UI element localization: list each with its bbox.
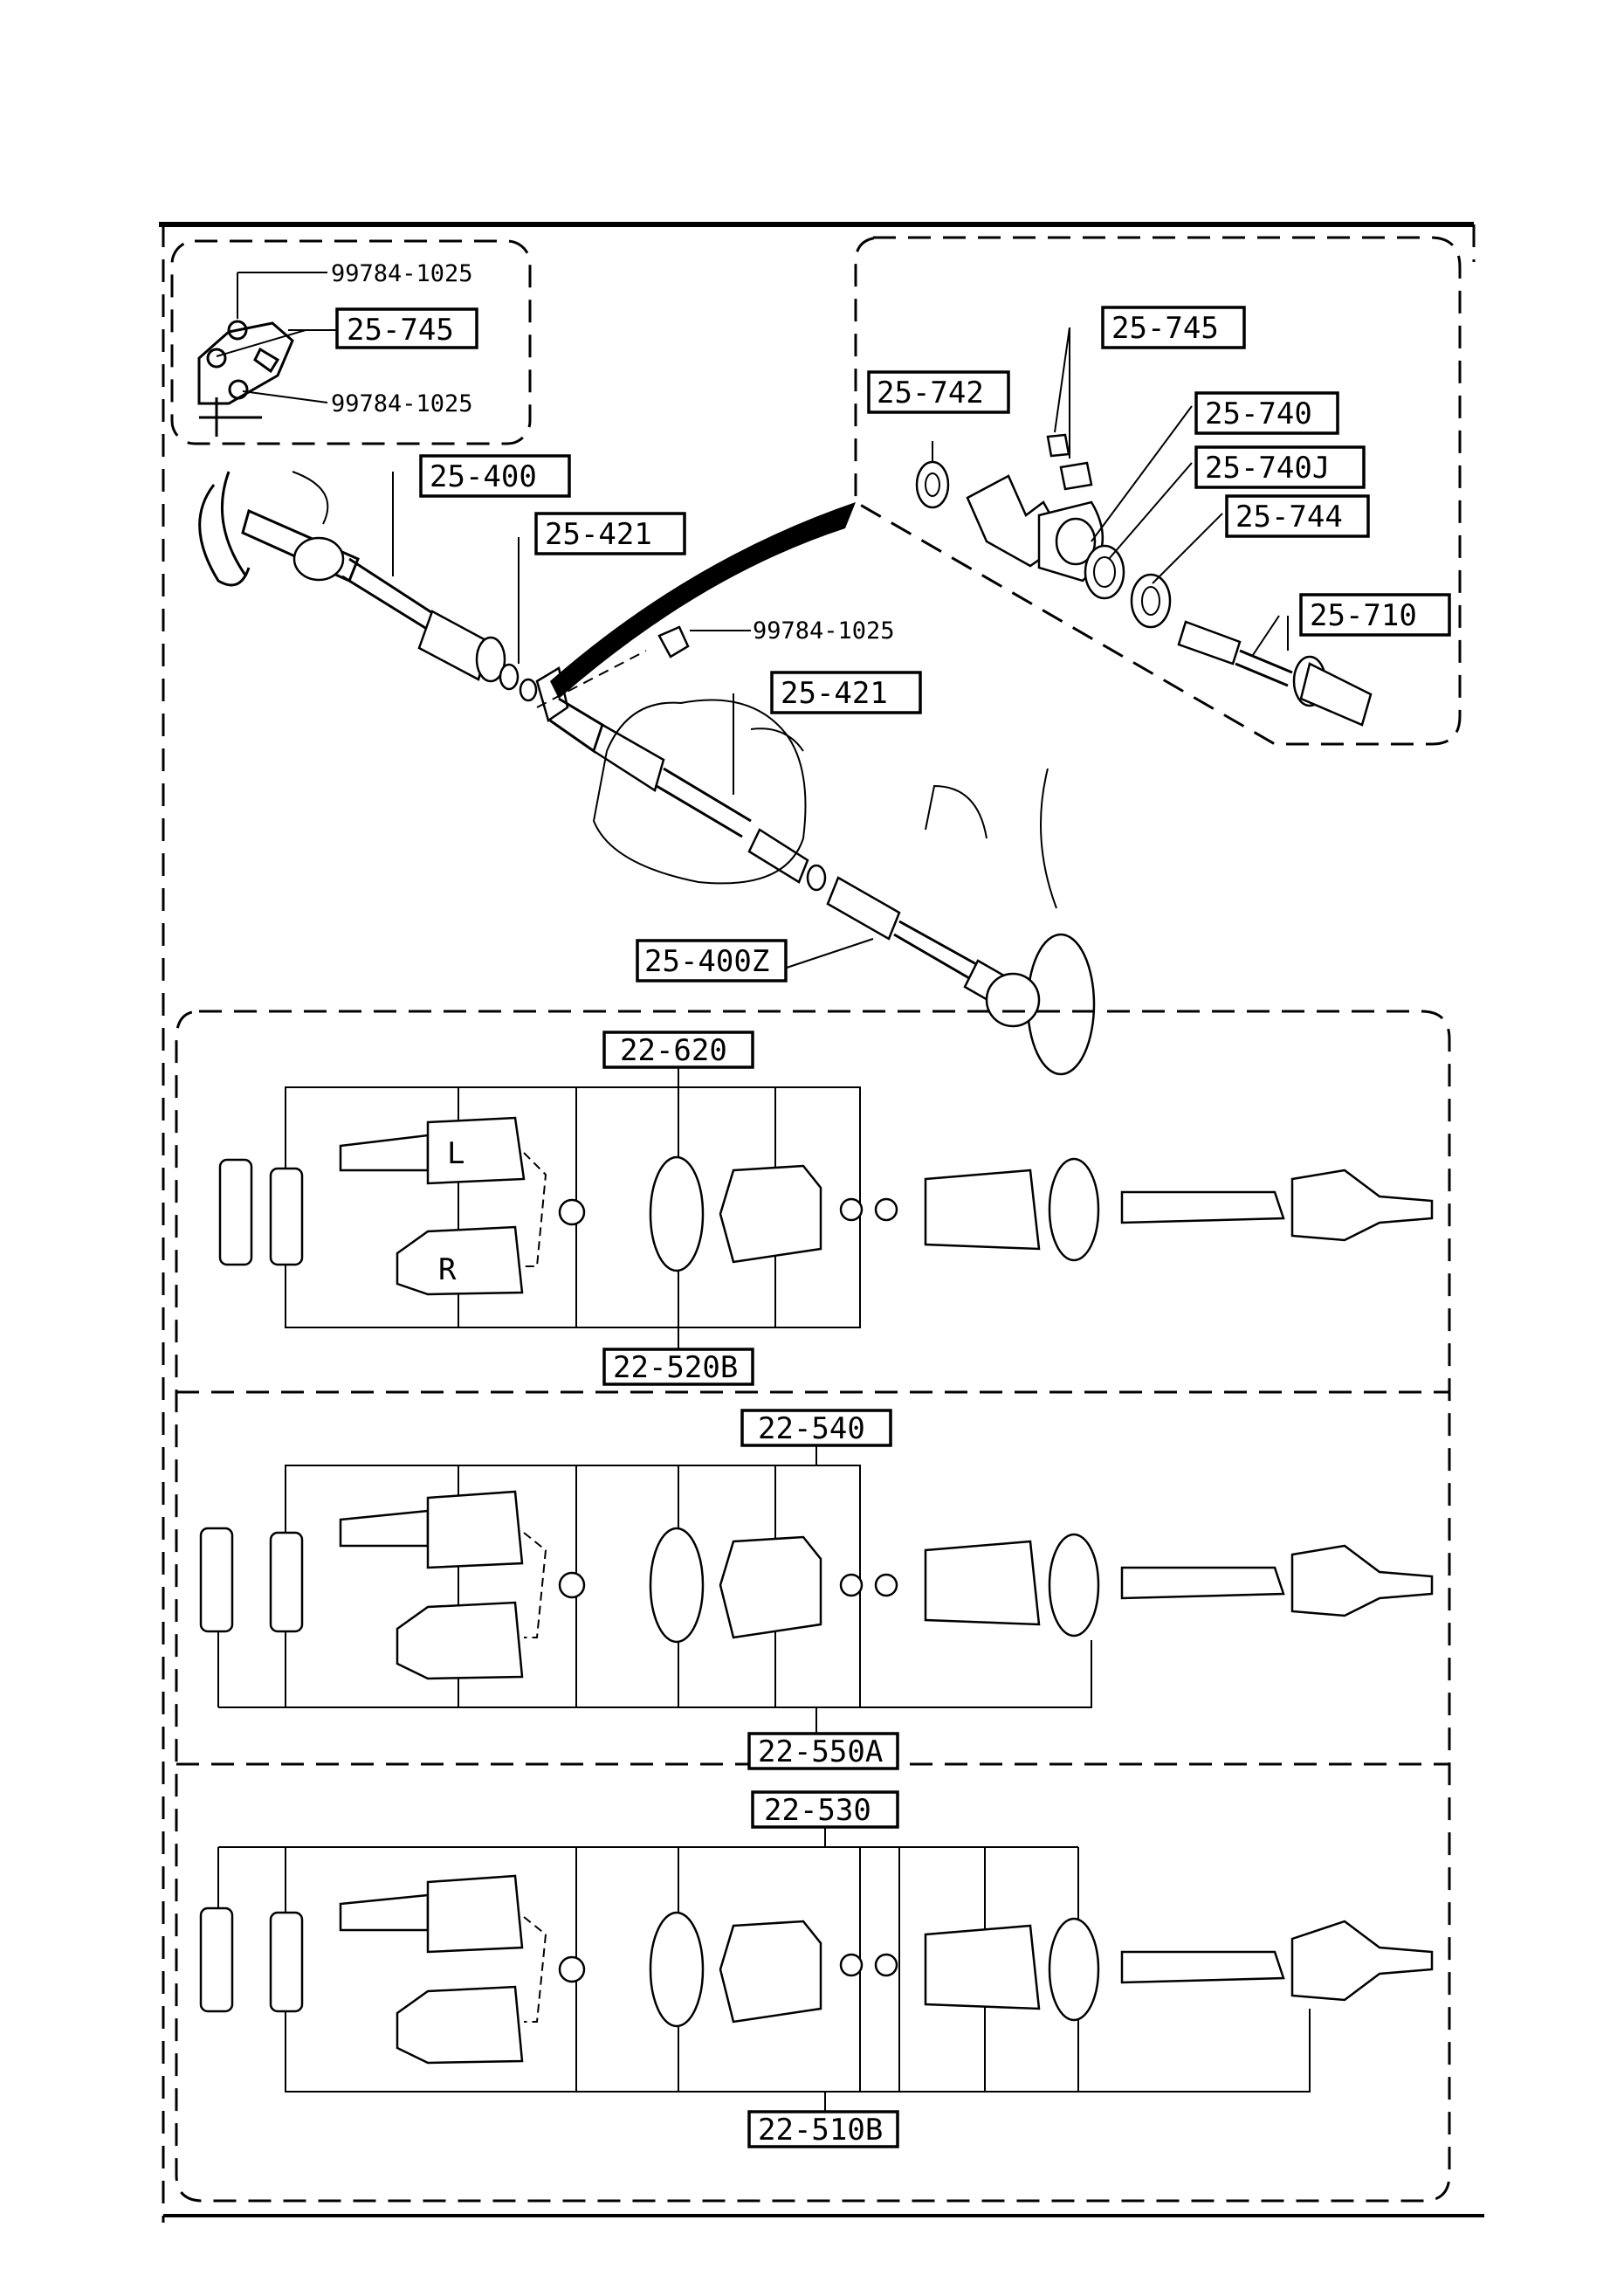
kit-panel-3: 22-530 22-510B: [199, 1790, 1434, 2148]
label-clip-upper: 25-421: [545, 517, 652, 552]
panel3-top-label: 22-530: [764, 1793, 871, 1828]
label-inset-bearing-housing: 25-740: [1205, 396, 1312, 431]
label-clip-lower: 25-421: [781, 676, 888, 711]
drive-shaft-assembly: [198, 471, 1096, 1076]
inset-right: 25-745 25-742 25-740 25-740J 25-744 25-7…: [854, 236, 1462, 746]
panel2-bottom-label: 22-550A: [758, 1734, 883, 1769]
label-shaft-left: 25-400: [430, 459, 537, 494]
panel3-bottom-label: 22-510B: [758, 2113, 883, 2148]
label-shaft-right: 25-400Z: [644, 944, 769, 979]
kit-panel-1: L R 22-620 22-520B: [218, 1031, 1434, 1386]
panel1-top-label: 22-620: [620, 1033, 727, 1068]
label-inset-bolt-bottom: 99784-1025: [331, 390, 473, 417]
label-inset-washer: 25-742: [877, 376, 984, 410]
panel1-bottom-label: 22-520B: [613, 1350, 738, 1385]
label-inset-bracket: 25-745: [347, 313, 454, 348]
label-inset-bearing: 25-740J: [1205, 451, 1330, 486]
label-inset-bolt-top: 99784-1025: [331, 260, 473, 287]
inset-left: 99784-1025 25-745 99784-1025: [170, 239, 532, 445]
label-bolt-center: 99784-1025: [753, 617, 895, 645]
mark-right-joint: R: [438, 1252, 457, 1287]
label-inset-joint-shaft: 25-710: [1310, 598, 1417, 633]
label-inset-seal: 25-744: [1235, 500, 1343, 534]
kit-panel-2: 22-540 22-550A: [199, 1409, 1434, 1770]
panel2-top-label: 22-540: [758, 1411, 865, 1446]
label-inset-bolt: 25-745: [1111, 311, 1219, 346]
mark-left-joint: L: [447, 1136, 464, 1171]
